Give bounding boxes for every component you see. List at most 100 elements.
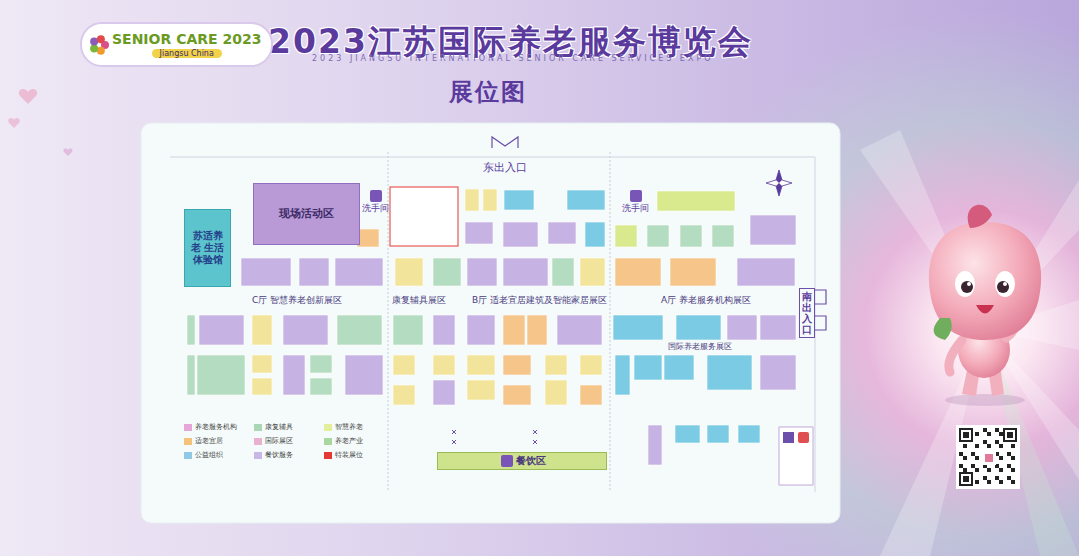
booth — [648, 425, 662, 465]
logo-badge: SENIOR CARE 2023Jiangsu China — [80, 22, 273, 67]
qr-module — [1005, 430, 1015, 440]
heart — [63, 149, 72, 156]
qr-module — [971, 464, 975, 468]
booth — [615, 355, 630, 395]
qr-module — [971, 452, 975, 456]
qr-module — [995, 428, 999, 432]
legend-swatch — [254, 452, 262, 459]
node-text: 苏适养老 生活体验馆 — [188, 230, 227, 266]
qr-module — [1007, 452, 1011, 456]
booth — [545, 380, 567, 405]
icon-square — [630, 190, 642, 202]
logo-flower — [88, 34, 110, 56]
booth — [580, 258, 605, 286]
node-text: 洗手间 — [362, 203, 389, 214]
hall-heading: A厅 养老服务机构展区 — [659, 294, 753, 307]
map-heading: 展位图 — [449, 76, 527, 108]
desk-icon — [783, 432, 794, 443]
petal — [90, 45, 98, 53]
qr-module — [999, 456, 1003, 460]
legend-text: 养老产业 — [335, 436, 363, 446]
booth — [557, 315, 602, 345]
sun-rays — [860, 130, 1079, 556]
petal — [97, 35, 105, 43]
washroom: 洗手间 — [358, 182, 393, 220]
heart — [19, 89, 37, 104]
qr-module — [961, 474, 971, 484]
legend-text: 养老服务机构 — [195, 422, 237, 432]
node-text: 南出入口 — [802, 291, 812, 335]
gate-symbol — [815, 290, 826, 330]
node-text: 餐饮区 — [516, 455, 546, 467]
legend-text: 特装展位 — [335, 450, 363, 460]
qr-module — [983, 440, 987, 444]
booth — [197, 355, 245, 395]
booth — [357, 229, 379, 247]
qr-module — [963, 476, 969, 482]
booth — [187, 315, 195, 345]
node-subtext: Jiangsu China — [152, 49, 222, 59]
legend-item: 适老宜居 — [184, 436, 223, 446]
qr-module — [1011, 480, 1015, 484]
booth — [545, 355, 567, 375]
legend-text: 适老宜居 — [195, 436, 223, 446]
qr-module — [995, 476, 999, 480]
service-desk — [779, 427, 813, 485]
booth — [393, 355, 415, 375]
hall-heading: C厅 智慧养老创新展区 — [250, 294, 344, 307]
qr-module — [975, 456, 979, 460]
booth — [310, 378, 332, 395]
qr-module — [983, 428, 987, 432]
qr-module — [975, 480, 979, 484]
booth — [503, 258, 548, 286]
qr-module — [999, 480, 1003, 484]
booth — [615, 258, 661, 286]
booth — [310, 355, 332, 373]
qr-module — [983, 476, 987, 480]
booth — [393, 315, 423, 345]
legend-item: 特装展位 — [324, 450, 363, 460]
legend-swatch — [184, 424, 192, 431]
booth — [580, 355, 602, 375]
south-entrance: 南出入口 — [799, 288, 815, 338]
qr-modules — [959, 428, 1017, 486]
qr-module — [1007, 432, 1013, 438]
qr-module — [1007, 464, 1011, 468]
qr-module — [1007, 476, 1011, 480]
qr-module — [959, 472, 973, 486]
qr-module — [985, 454, 993, 462]
booth — [503, 355, 531, 375]
booth — [707, 425, 729, 443]
event-area: 现场活动区 — [253, 183, 360, 245]
booth — [503, 315, 525, 345]
qr-module — [987, 480, 991, 484]
node-text: 洗手间 — [622, 203, 649, 214]
washroom: 洗手间 — [618, 182, 653, 220]
booth — [615, 225, 637, 247]
qr-module — [963, 456, 967, 460]
legend-swatch — [254, 438, 262, 445]
booth — [504, 190, 534, 210]
booth — [393, 385, 415, 405]
booth — [433, 258, 461, 286]
qr-module — [987, 468, 991, 472]
desk-icon — [798, 432, 809, 443]
booth — [252, 355, 272, 373]
legend-item: 餐饮服务 — [254, 450, 293, 460]
booth — [503, 222, 538, 247]
booth — [467, 355, 495, 375]
booth — [283, 315, 328, 345]
booth — [613, 315, 663, 340]
booth — [483, 189, 497, 211]
booth — [252, 315, 272, 345]
booth — [675, 425, 700, 443]
booth — [567, 190, 605, 210]
qr-module — [987, 432, 991, 436]
booth — [467, 258, 497, 286]
qr-module — [963, 444, 967, 448]
booth — [634, 355, 662, 380]
hall-heading: 康复辅具展区 — [390, 294, 448, 307]
qr-module — [961, 430, 971, 440]
booth — [335, 258, 383, 286]
